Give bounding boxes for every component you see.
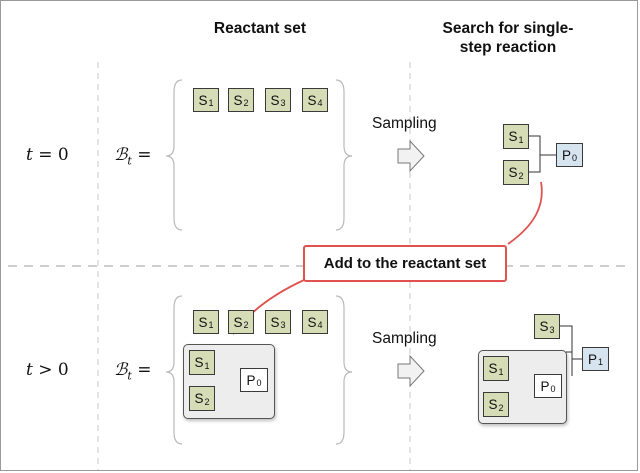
reactant-set-symbol-row1: ℬt =	[114, 145, 152, 168]
sampling-label-row1: Sampling	[372, 115, 437, 132]
header-search: Search for single-step reaction	[442, 20, 574, 56]
reaction-connector-row2	[560, 325, 582, 376]
left-brace-row2	[165, 295, 183, 445]
right-brace-row1	[335, 79, 353, 231]
left-brace-row1	[165, 79, 183, 231]
time-label-row1: t = 0	[26, 145, 69, 165]
right-brace-row2	[335, 295, 353, 445]
sampling-arrow-row1	[397, 139, 425, 173]
add-to-reactant-set-callout: Add to the reactant set	[303, 245, 507, 282]
reaction-connector-row1	[528, 135, 556, 173]
sampling-label-row2: Sampling	[372, 330, 437, 347]
time-label-row2: t > 0	[26, 360, 69, 380]
reactant-set-symbol-row2: ℬt =	[114, 360, 152, 383]
header-reactant-set: Reactant set	[213, 20, 307, 37]
feedback-arrow-upper	[507, 181, 543, 245]
sampling-arrow-row2	[397, 354, 425, 388]
